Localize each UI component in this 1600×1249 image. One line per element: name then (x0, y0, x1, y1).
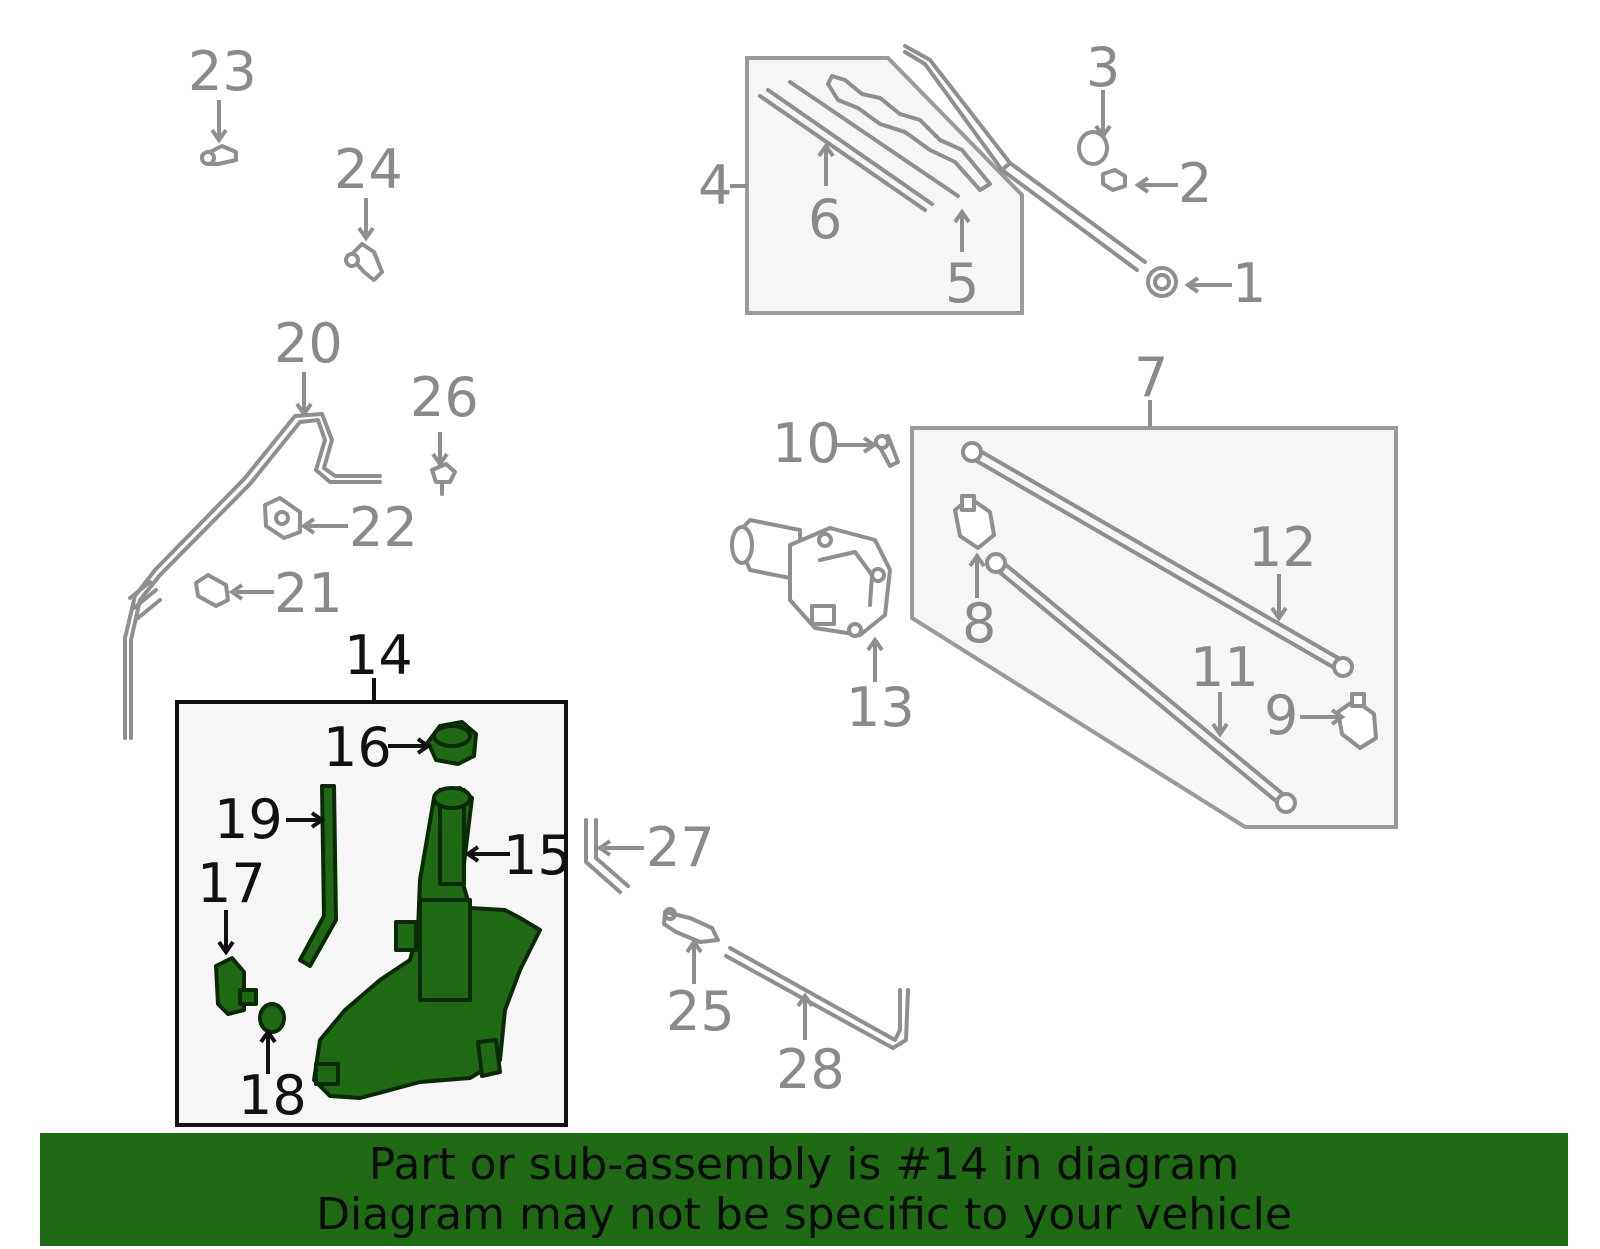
callout-28: 28 (776, 1038, 845, 1101)
pivot-9 (1336, 692, 1378, 750)
reservoir-cap-16 (426, 720, 478, 766)
banner-line-1: Part or sub-assembly is #14 in diagram (368, 1138, 1240, 1190)
callout-8: 8 (962, 592, 996, 655)
wiper-motor-part (730, 518, 892, 638)
group-box-4 (745, 56, 1024, 315)
callout-21: 21 (274, 562, 343, 625)
leader-arrows (210, 90, 1346, 1040)
nozzle-23 (200, 144, 238, 166)
banner-line-2: Diagram may not be specific to your vehi… (316, 1188, 1292, 1240)
pivot-8 (953, 494, 996, 550)
callout-11: 11 (1190, 636, 1259, 699)
hose-28 (724, 946, 910, 1050)
callout-25: 25 (666, 980, 735, 1043)
callout-17: 17 (197, 852, 266, 915)
connector-25 (662, 907, 720, 944)
callout-4: 4 (698, 154, 732, 217)
info-banner: Part or sub-assembly is #14 in diagram D… (40, 1133, 1568, 1246)
leader-arrows-14 (217, 737, 510, 1074)
callout-27: 27 (646, 816, 715, 879)
callout-12: 12 (1248, 516, 1317, 579)
callout-2: 2 (1178, 152, 1212, 215)
linkage-rod-12 (961, 441, 1354, 678)
callout-9: 9 (1264, 684, 1298, 747)
callout-5: 5 (945, 252, 979, 315)
arm-cap-part (1077, 130, 1109, 166)
callout-10: 10 (772, 412, 841, 475)
callout-20: 20 (274, 312, 343, 375)
callout-22: 22 (349, 496, 418, 559)
clip-21 (194, 573, 230, 608)
washer-hose-20 (123, 412, 382, 740)
linkage-rod-11 (985, 552, 1297, 814)
pump-17 (214, 956, 258, 1016)
callout-19: 19 (214, 788, 283, 851)
clip-22 (263, 496, 302, 540)
callout-24: 24 (334, 138, 403, 201)
callout-26: 26 (410, 366, 479, 429)
callout-16: 16 (323, 716, 392, 779)
callout-18: 18 (238, 1064, 307, 1127)
callout-3: 3 (1086, 36, 1120, 99)
bolt-10 (874, 434, 900, 468)
wiper-blade-part (758, 74, 992, 212)
callout-6: 6 (808, 188, 842, 251)
callout-1: 1 (1232, 252, 1266, 315)
reservoir-tank-15 (312, 786, 542, 1100)
wiper-arm-part (903, 44, 1178, 298)
grommet-18 (258, 1002, 286, 1034)
nozzle-24 (344, 242, 384, 282)
callout-7: 7 (1134, 346, 1168, 409)
hose-27 (584, 818, 630, 894)
group-box-7 (910, 426, 1398, 829)
callout-15: 15 (503, 824, 572, 887)
arm-nut-part (1101, 168, 1127, 192)
callout-13: 13 (846, 676, 915, 739)
callout-14: 14 (344, 624, 413, 687)
callout-labels: 1 2 3 4 5 6 7 8 9 10 11 12 13 14 15 16 1… (188, 36, 1317, 1127)
callout-23: 23 (188, 40, 257, 103)
hose-19 (298, 784, 338, 968)
clip-26 (430, 462, 457, 496)
